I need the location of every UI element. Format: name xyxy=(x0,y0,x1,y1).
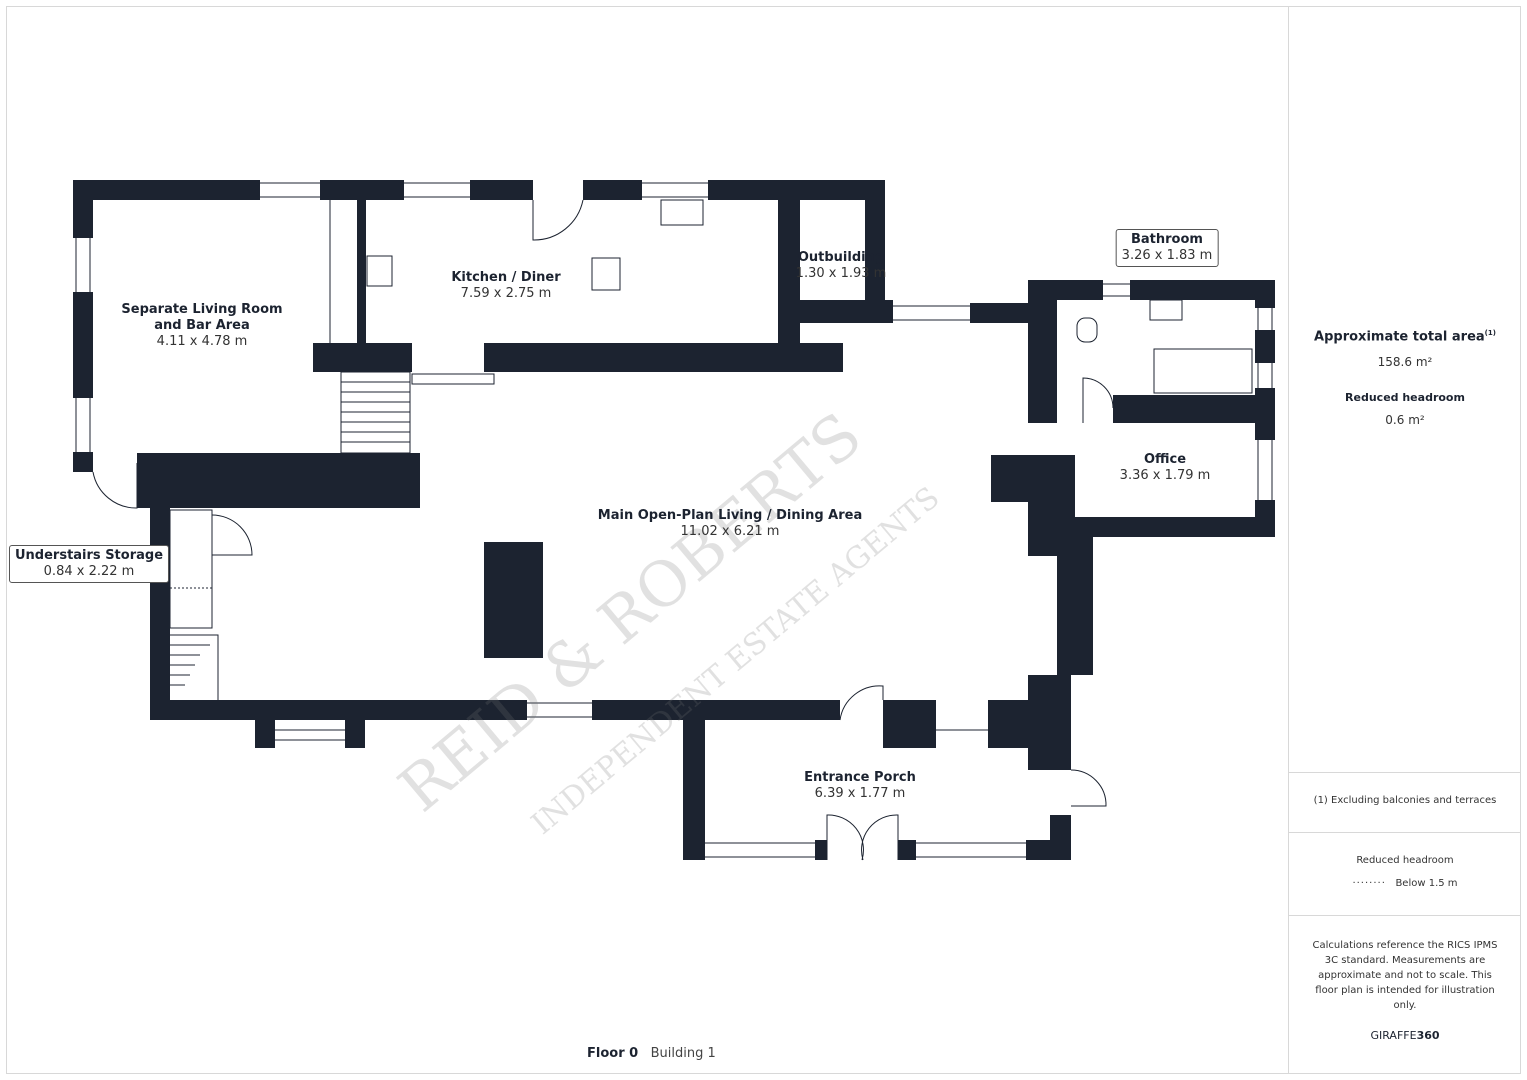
reduced-headroom-title: Reduced headroom xyxy=(1345,391,1465,404)
total-area-value: 158.6 m² xyxy=(1377,355,1433,369)
dotted-line-icon: ········ xyxy=(1352,878,1386,889)
total-area-title: Approximate total area(1) xyxy=(1314,329,1496,345)
floor-plan xyxy=(73,180,1275,861)
divider xyxy=(1288,915,1521,916)
legend-title: Reduced headroom xyxy=(1356,855,1454,866)
footnote: (1) Excluding balconies and terraces xyxy=(1313,795,1497,806)
fixtures xyxy=(92,199,1253,861)
walls xyxy=(73,180,1275,860)
legend-item: ········ Below 1.5 m xyxy=(1352,878,1458,889)
kitchen-island xyxy=(484,542,543,658)
brand-logo: GIRAFFE360 xyxy=(1370,1029,1440,1042)
disclaimer: Calculations reference the RICS IPMS 3C … xyxy=(1312,940,1498,1011)
windows xyxy=(75,182,1273,858)
divider xyxy=(1288,772,1521,773)
sidebar-divider xyxy=(1288,6,1289,1074)
reduced-headroom-value: 0.6 m² xyxy=(1385,413,1425,427)
page-frame xyxy=(6,6,1521,1074)
floor-caption: Floor 0 Building 1 xyxy=(587,1046,716,1061)
divider xyxy=(1288,832,1521,833)
